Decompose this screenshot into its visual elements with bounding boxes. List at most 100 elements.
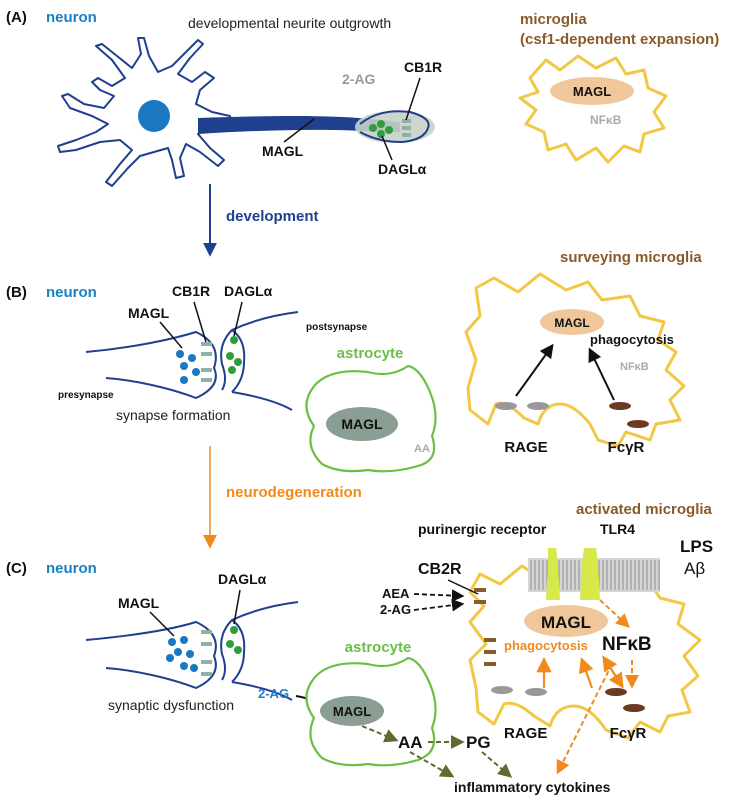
panel-b-astro-magl: MAGL — [341, 416, 383, 432]
panel-c-magl: MAGL — [118, 595, 160, 611]
panel-a-label: (A) — [6, 9, 27, 26]
tlr4-receptor — [580, 548, 600, 600]
dagl-leader — [233, 589, 241, 625]
nfkb-fcgr-arrow — [602, 655, 624, 689]
rage-receptor — [495, 402, 517, 410]
dagl-dot — [226, 640, 234, 648]
cb1r-leader — [405, 77, 421, 121]
cb2r-receptor — [484, 650, 496, 654]
cb1r-receptor — [201, 352, 212, 356]
fcgr-to-magl-arrow — [588, 347, 615, 401]
fcgr-receptor — [627, 420, 649, 428]
rage-receptor — [525, 688, 547, 696]
magl-dot — [168, 638, 176, 646]
panel-b-cb1r: CB1R — [172, 283, 210, 299]
panel-c-nfkb: NFκB — [602, 634, 652, 655]
panel-c-microglia-magl: MAGL — [541, 613, 591, 632]
panel-c-cb2r: CB2R — [418, 561, 462, 578]
cb1r-receptor — [402, 119, 411, 123]
cb1r-receptor — [402, 126, 411, 130]
panel-c-caption: synaptic dysfunction — [108, 697, 234, 713]
cb2r-receptor — [474, 588, 486, 592]
panel-c-aa: AA — [398, 733, 423, 752]
development-label: development — [226, 208, 319, 225]
dagl-dot — [385, 126, 393, 134]
panel-a-magl: MAGL — [262, 143, 304, 159]
panel-b-aa: AA — [414, 443, 430, 455]
magl-dot — [180, 376, 188, 384]
panel-c-pg: PG — [466, 733, 491, 752]
cb1r-receptor — [201, 660, 212, 664]
panel-b-presynapse: presynapse — [58, 390, 114, 401]
neuron-cell — [57, 37, 233, 187]
panel-c-microglia-label: activated microglia — [576, 501, 713, 518]
rage-to-magl-arrow — [515, 343, 554, 397]
panel-a-title: developmental neurite outgrowth — [188, 15, 391, 31]
dagl-dot — [369, 124, 377, 132]
presynaptic-terminal — [85, 330, 217, 400]
cb1r-receptor — [201, 642, 212, 646]
panel-b-caption: synapse formation — [116, 407, 230, 423]
aa-to-cytokines-arrow — [409, 751, 455, 778]
astrocyte-b-magl-blob — [326, 407, 398, 441]
panel-c-tlr4: TLR4 — [600, 521, 635, 537]
cb2r-receptor — [474, 600, 486, 604]
purinergic-receptor — [546, 548, 560, 600]
panel-b-microglia-magl: MAGL — [554, 316, 589, 330]
panel-a-microglia-magl: MAGL — [573, 84, 611, 99]
dagl-dot — [228, 366, 236, 374]
panel-c-purinergic: purinergic receptor — [418, 521, 547, 537]
magl-dot — [180, 662, 188, 670]
cb1r-receptor — [402, 133, 411, 137]
cb1r-receptor — [201, 378, 212, 382]
panel-c-abeta: Aβ — [684, 559, 705, 578]
panel-b: (B) neuron CB1R DAGLα MAGL postsynapse p… — [6, 249, 702, 473]
panel-b-label: (B) — [6, 284, 27, 301]
microglia-c-magl-blob — [524, 605, 608, 637]
cb2r-leader — [447, 579, 479, 595]
postsynaptic-curve — [231, 329, 246, 393]
magl-dot — [180, 362, 188, 370]
microglia-c-outline — [468, 564, 702, 740]
cb1r-receptor — [201, 630, 212, 634]
microglia-b-outline — [464, 272, 686, 448]
cb2r-receptor — [484, 638, 496, 642]
panel-b-microglia-label: surveying microglia — [560, 249, 702, 266]
magl-leader — [159, 321, 183, 349]
panel-a: (A) neuron developmental neurite outgrow… — [6, 9, 719, 187]
panel-c-dagl: DAGLα — [218, 571, 267, 587]
panel-b-fcgr: FcγR — [608, 439, 645, 456]
astrocyte-c-magl-blob — [320, 696, 384, 726]
fcgr-receptor — [623, 704, 645, 712]
fcgr-to-phagocytosis-arrow — [578, 657, 594, 689]
dagl-leader — [381, 135, 393, 161]
panel-c-cytokines: inflammatory cytokines — [454, 779, 611, 795]
panel-a-2ag: 2-AG — [342, 71, 376, 87]
rage-receptor — [527, 402, 549, 410]
dagl-dot — [234, 358, 242, 366]
panel-c-2ag-neuron: 2-AG — [258, 686, 289, 701]
panel-b-magl: MAGL — [128, 305, 170, 321]
pg-to-cytokines-arrow — [481, 751, 513, 778]
panel-a-neuron-label: neuron — [46, 9, 97, 26]
tlr4-to-nfkb-arrow — [599, 599, 631, 628]
fcgr-receptor — [605, 688, 627, 696]
magl-dot — [188, 354, 196, 362]
cb1r-leader — [193, 301, 207, 343]
postsynaptic-terminal — [220, 601, 299, 701]
growth-cone — [355, 111, 435, 143]
axon — [198, 116, 400, 134]
panel-c-phagocytosis: phagocytosis — [504, 638, 588, 653]
dagl-dot — [234, 646, 242, 654]
panel-a-microglia-label-line1: microglia — [520, 11, 587, 28]
cb2r-receptor — [484, 662, 496, 666]
panel-b-postsynapse: postsynapse — [306, 322, 368, 333]
magl-dot — [180, 636, 188, 644]
microglia-a-magl-blob — [550, 77, 634, 105]
panel-a-cb1r: CB1R — [404, 59, 442, 75]
neuron-nucleus — [138, 100, 170, 132]
panel-b-nfkb: NFκB — [620, 361, 649, 373]
magl-dot — [190, 664, 198, 672]
panel-c-astrocyte-label: astrocyte — [345, 639, 412, 656]
